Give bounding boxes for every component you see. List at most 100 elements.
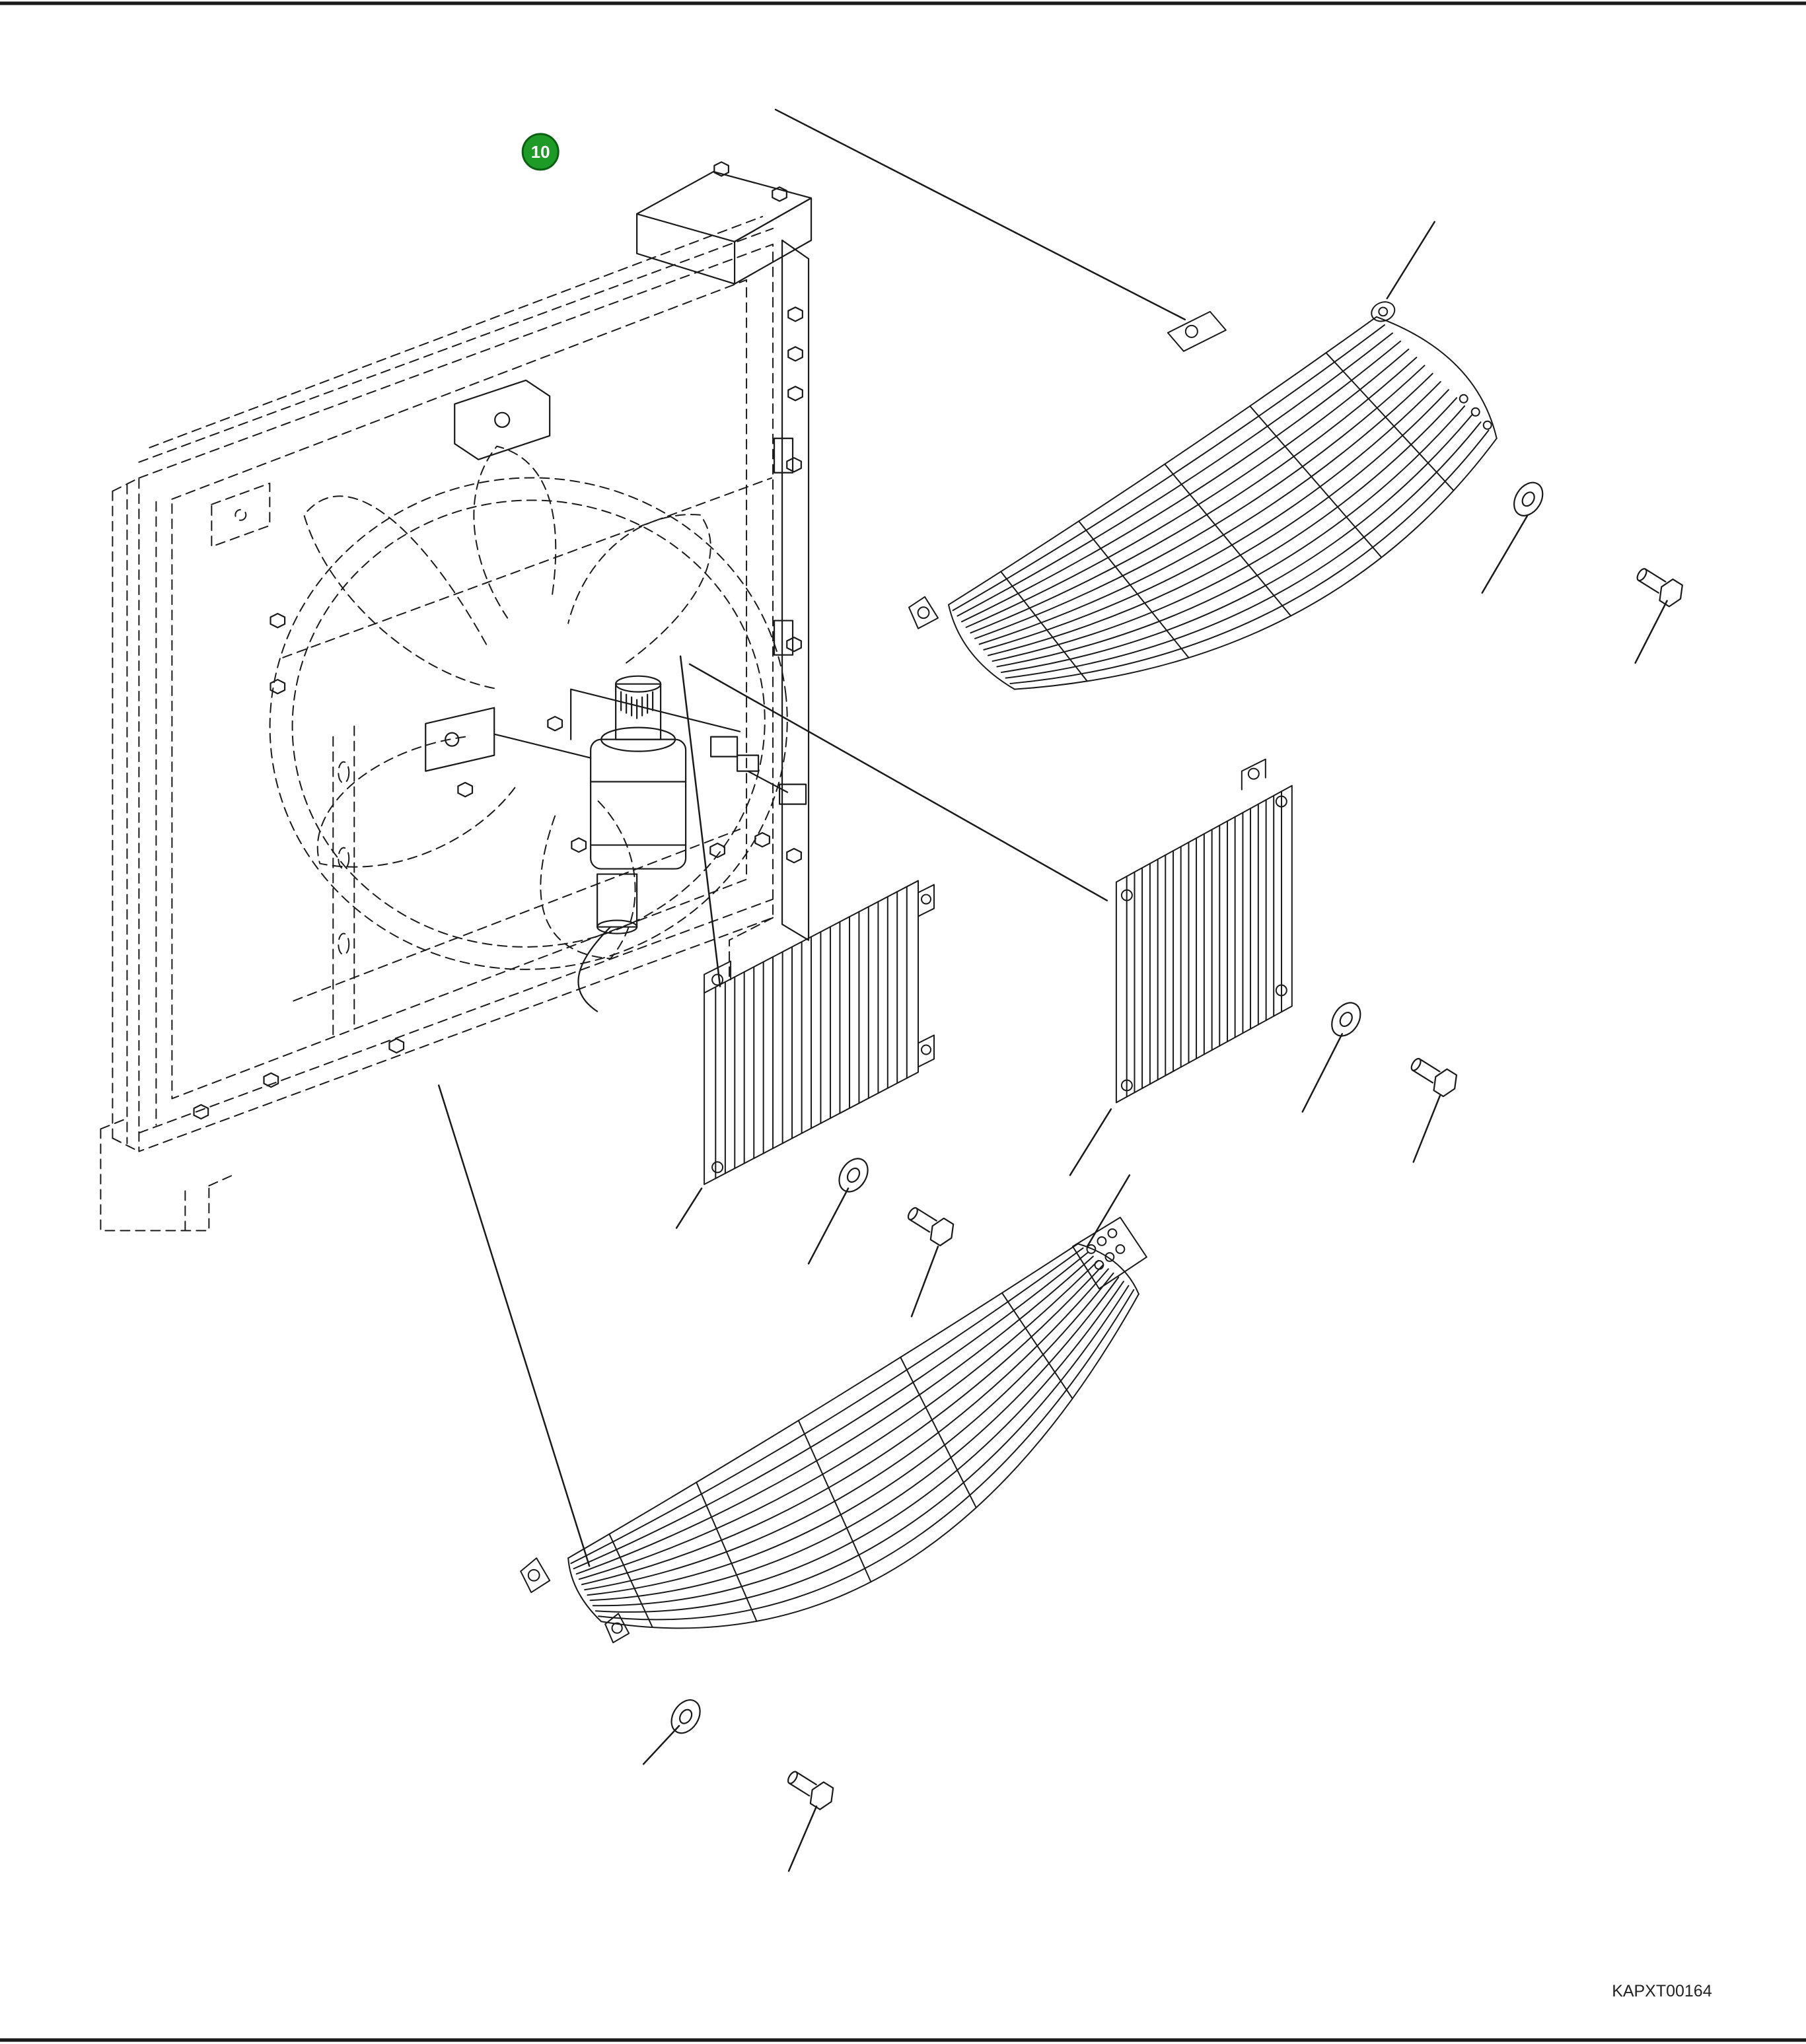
- motor-top-cap: [615, 675, 662, 693]
- slot-hole: [338, 761, 350, 784]
- bolt-head-icon: [929, 1217, 955, 1247]
- end-plate-hole: [1107, 1228, 1118, 1238]
- bolt-head-icon: [270, 678, 286, 695]
- upper-guard-wire: [960, 340, 1402, 623]
- radiator-bottom-step: [729, 917, 774, 981]
- bolt-tip: [1410, 1057, 1422, 1071]
- drawing-code: KAPXT00164: [1612, 1982, 1712, 2000]
- guard-mount-tab: [1167, 310, 1227, 352]
- bolt-shaft: [908, 1207, 937, 1233]
- upper-guard-rib: [1078, 520, 1190, 658]
- motor-body: [590, 738, 687, 870]
- leader-line: [774, 108, 1186, 321]
- frame-clip: [773, 437, 794, 656]
- bolt-shaft: [1412, 1058, 1441, 1084]
- grille-hole: [1247, 767, 1260, 780]
- finger-guard-left: [704, 880, 935, 1185]
- upper-guard-wire: [1013, 437, 1498, 690]
- bolt-head-icon: [786, 847, 802, 864]
- bolt-head-icon: [787, 306, 803, 322]
- washer: [1331, 1002, 1361, 1037]
- lower-guard-wire: [587, 1272, 1114, 1596]
- bolt-head-icon: [193, 1104, 209, 1120]
- radiator-fan-shroud-assembly-phantom: [100, 215, 788, 1232]
- tab-hole: [917, 606, 930, 619]
- upper-bracket: [211, 482, 271, 547]
- grille-hole: [920, 894, 931, 905]
- fan-blade: [316, 736, 517, 868]
- washers: [670, 481, 1544, 1734]
- bolt-head-icon: [1433, 1068, 1458, 1098]
- rim-hole: [1482, 420, 1492, 430]
- upper-guard-wire: [996, 405, 1466, 668]
- callout-10[interactable]: 10: [521, 133, 560, 171]
- left-motor-bracket: [425, 707, 592, 772]
- leader-line: [1386, 221, 1435, 300]
- lower-guard-rib: [608, 1533, 653, 1629]
- end-plate-hole: [1086, 1244, 1097, 1254]
- bolt-head-icon: [263, 1072, 279, 1088]
- lower-guard-rib: [900, 1357, 977, 1508]
- guard-right-edge: [1375, 316, 1498, 439]
- radiator-side-tank: [112, 483, 157, 1145]
- bracket-hole: [235, 509, 247, 521]
- grille-frame: [704, 880, 919, 1185]
- bolt-head-icon: [709, 842, 725, 859]
- lower-guard-wire: [592, 1281, 1124, 1607]
- connector-block: [709, 736, 739, 758]
- fan-blade: [567, 514, 711, 664]
- bolt-shaft: [788, 1771, 817, 1797]
- cross-brace: [293, 828, 741, 1002]
- slot-hole: [338, 933, 350, 956]
- upper-guard-rib: [1164, 463, 1292, 617]
- bolt: [1410, 1057, 1458, 1098]
- radiator-outline: [138, 243, 774, 1152]
- callout-circle[interactable]: [521, 133, 560, 171]
- upper-guard-wire: [978, 372, 1433, 645]
- leader-line: [688, 663, 1108, 901]
- slotted-strip: [332, 725, 355, 1041]
- bolt-head-icon: [571, 837, 587, 853]
- leader-line: [437, 1084, 591, 1567]
- upper-guard-wires: [947, 316, 1498, 690]
- guard-left-edge: [947, 604, 1015, 690]
- tab-hole: [527, 1568, 540, 1582]
- guard-left-edge: [567, 1557, 602, 1623]
- bolt-head-icon: [809, 1781, 834, 1810]
- motor-top-cylinder: [615, 683, 662, 740]
- leader-line: [787, 1805, 818, 1872]
- upper-guard-wire: [992, 397, 1458, 662]
- washer: [1513, 481, 1544, 516]
- leader-line: [679, 655, 721, 987]
- radiator-solid-details: [193, 161, 813, 1120]
- lower-guard-wire: [567, 1243, 1079, 1559]
- leader-line: [642, 1724, 680, 1765]
- grille-slats: [1126, 791, 1283, 1098]
- guard-mount-tab: [908, 596, 939, 629]
- motor-body-line: [590, 781, 687, 846]
- leader-line: [1069, 1108, 1112, 1176]
- bolt-head-icon: [388, 1038, 405, 1054]
- upper-guard-rib: [1325, 352, 1455, 491]
- guard-mount-tab: [520, 1557, 551, 1594]
- bracket-hole: [445, 732, 460, 747]
- rim-hole: [1470, 407, 1480, 417]
- grille-tab: [1241, 758, 1266, 791]
- radiator-bottom-edge: [138, 898, 774, 1134]
- lower-guard-wire: [584, 1268, 1109, 1591]
- leader-line: [1301, 1033, 1344, 1113]
- rim-hole: [1459, 394, 1468, 404]
- bolt-tip: [787, 1771, 798, 1784]
- lower-guard-wire: [600, 1293, 1139, 1629]
- coil-hatching: [620, 691, 654, 719]
- washer: [670, 1699, 701, 1734]
- bolt-head-icon: [786, 457, 802, 473]
- finger-guard-right: [1115, 758, 1293, 1104]
- lower-guard-rib: [696, 1481, 758, 1622]
- grille-frame: [1115, 785, 1293, 1104]
- grille-hole: [711, 973, 724, 986]
- radiator-top-edge: [149, 215, 764, 448]
- guard-rim-end: [1371, 301, 1396, 322]
- leader-line: [807, 1187, 849, 1265]
